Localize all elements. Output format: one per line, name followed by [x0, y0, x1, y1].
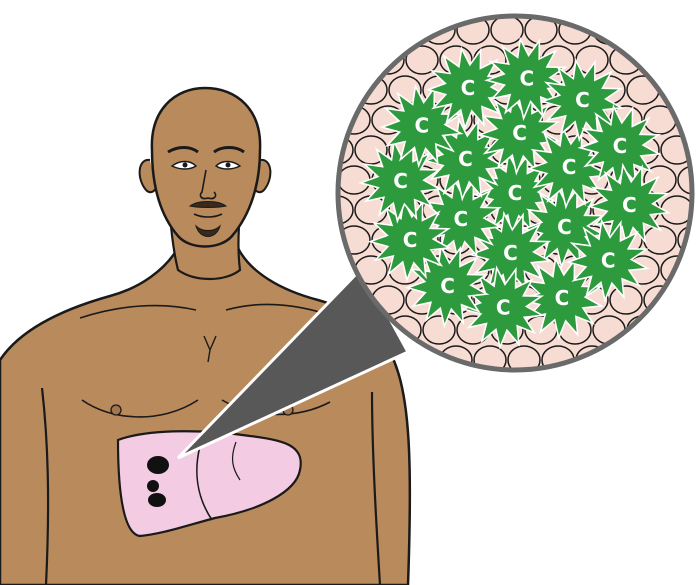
normal-cell-icon	[593, 376, 625, 404]
pupil-right	[226, 163, 231, 168]
normal-cell-icon	[423, 376, 455, 404]
pupil-left	[183, 163, 188, 168]
normal-cell-icon	[321, 76, 353, 104]
normal-cell-icon	[304, 106, 336, 134]
cell-marker-letter: C	[613, 134, 628, 158]
normal-cell-icon	[661, 376, 693, 404]
cell-marker-letter: C	[461, 76, 476, 100]
tumor-spot-icon	[147, 456, 169, 474]
cell-marker-letter: C	[512, 121, 527, 145]
cell-marker-letter: C	[414, 114, 429, 138]
head	[152, 88, 260, 247]
normal-cell-icon	[542, 0, 574, 14]
cell-marker-letter: C	[440, 274, 455, 298]
normal-cell-icon	[644, 46, 676, 74]
normal-cell-icon	[678, 346, 696, 374]
normal-cell-icon	[610, 286, 642, 314]
tumor-spot-icon	[147, 480, 159, 492]
cell-marker-letter: C	[508, 181, 523, 205]
normal-cell-icon	[338, 0, 370, 14]
normal-cell-icon	[423, 316, 455, 344]
normal-cell-icon	[661, 316, 693, 344]
normal-cell-icon	[610, 46, 642, 74]
normal-cell-icon	[678, 0, 696, 14]
cell-marker-letter: C	[557, 215, 572, 239]
normal-cell-icon	[576, 0, 608, 14]
normal-cell-icon	[304, 0, 336, 14]
cell-marker-letter: C	[601, 248, 616, 272]
normal-cell-icon	[559, 376, 591, 404]
normal-cell-icon	[491, 16, 523, 44]
normal-cell-icon	[610, 346, 642, 374]
normal-cell-icon	[627, 376, 659, 404]
cell-marker-letter: C	[519, 67, 534, 91]
normal-cell-icon	[321, 16, 353, 44]
normal-cell-icon	[457, 376, 489, 404]
normal-cell-icon	[678, 46, 696, 74]
normal-cell-icon	[474, 0, 506, 14]
normal-cell-icon	[304, 226, 336, 254]
normal-cell-icon	[610, 0, 642, 14]
cell-marker-letter: C	[622, 193, 637, 217]
cell-marker-letter: C	[555, 286, 570, 310]
normal-cell-icon	[338, 166, 370, 194]
cell-marker-letter: C	[458, 147, 473, 171]
normal-cell-icon	[338, 46, 370, 74]
normal-cell-icon	[678, 286, 696, 314]
cell-marker-letter: C	[562, 155, 577, 179]
normal-cell-icon	[627, 16, 659, 44]
normal-cell-icon	[644, 0, 676, 14]
normal-cell-icon	[440, 0, 472, 14]
normal-cell-icon	[508, 0, 540, 14]
cell-marker-letter: C	[575, 88, 590, 112]
cell-marker-letter: C	[496, 295, 511, 319]
normal-cell-icon	[304, 166, 336, 194]
normal-cell-icon	[627, 316, 659, 344]
normal-cell-icon	[372, 0, 404, 14]
normal-cell-icon	[304, 46, 336, 74]
cell-marker-letter: C	[503, 241, 518, 265]
cell-marker-letter: C	[393, 169, 408, 193]
normal-cell-icon	[491, 376, 523, 404]
normal-cell-icon	[389, 16, 421, 44]
normal-cell-icon	[321, 256, 353, 284]
tumor-spot-icon	[148, 493, 166, 507]
normal-cell-icon	[593, 16, 625, 44]
normal-cell-icon	[661, 16, 693, 44]
cell-marker-letter: C	[403, 228, 418, 252]
nipple-left	[111, 405, 121, 415]
normal-cell-icon	[593, 316, 625, 344]
normal-cell-icon	[525, 376, 557, 404]
cell-marker-letter: C	[454, 207, 469, 231]
normal-cell-icon	[355, 16, 387, 44]
normal-cell-icon	[644, 346, 676, 374]
normal-cell-icon	[406, 0, 438, 14]
